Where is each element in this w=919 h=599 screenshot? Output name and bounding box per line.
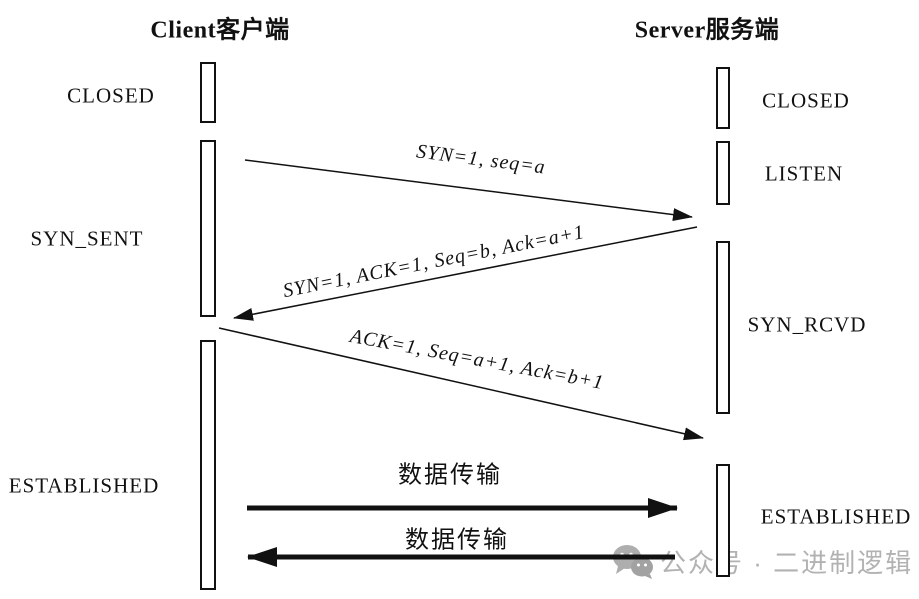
server-state-established: ESTABLISHED	[760, 504, 912, 529]
server-lifeline-closed-box	[716, 67, 730, 129]
client-lifeline-synsent-box	[200, 140, 216, 317]
server-state-syn-rcvd: SYN_RCVD	[747, 312, 867, 337]
client-lifeline-closed-box	[200, 62, 216, 123]
client-state-established: ESTABLISHED	[8, 473, 160, 498]
data-transfer-label-1: 数据传输	[398, 462, 502, 489]
client-state-syn-sent: SYN_SENT	[30, 226, 144, 251]
server-state-closed: CLOSED	[762, 88, 850, 113]
server-lifeline-listen-box	[716, 141, 730, 205]
client-lifeline-established-box	[200, 340, 216, 590]
client-title: Client客户端	[150, 17, 290, 44]
watermark-text: 公众号 · 二进制逻辑	[660, 548, 914, 578]
arrow-syn	[244, 159, 693, 222]
server-lifeline-synrcvd-box	[716, 241, 730, 414]
client-state-closed: CLOSED	[67, 83, 155, 108]
server-title: Server服务端	[634, 17, 780, 44]
watermark: 公众号 · 二进制逻辑	[612, 543, 913, 580]
arrow-ack	[218, 327, 704, 441]
arrow-syn-ack	[233, 226, 698, 321]
server-state-listen: LISTEN	[764, 161, 844, 186]
data-transfer-label-2: 数据传输	[405, 527, 509, 554]
server-lifeline-established-box	[716, 464, 730, 577]
